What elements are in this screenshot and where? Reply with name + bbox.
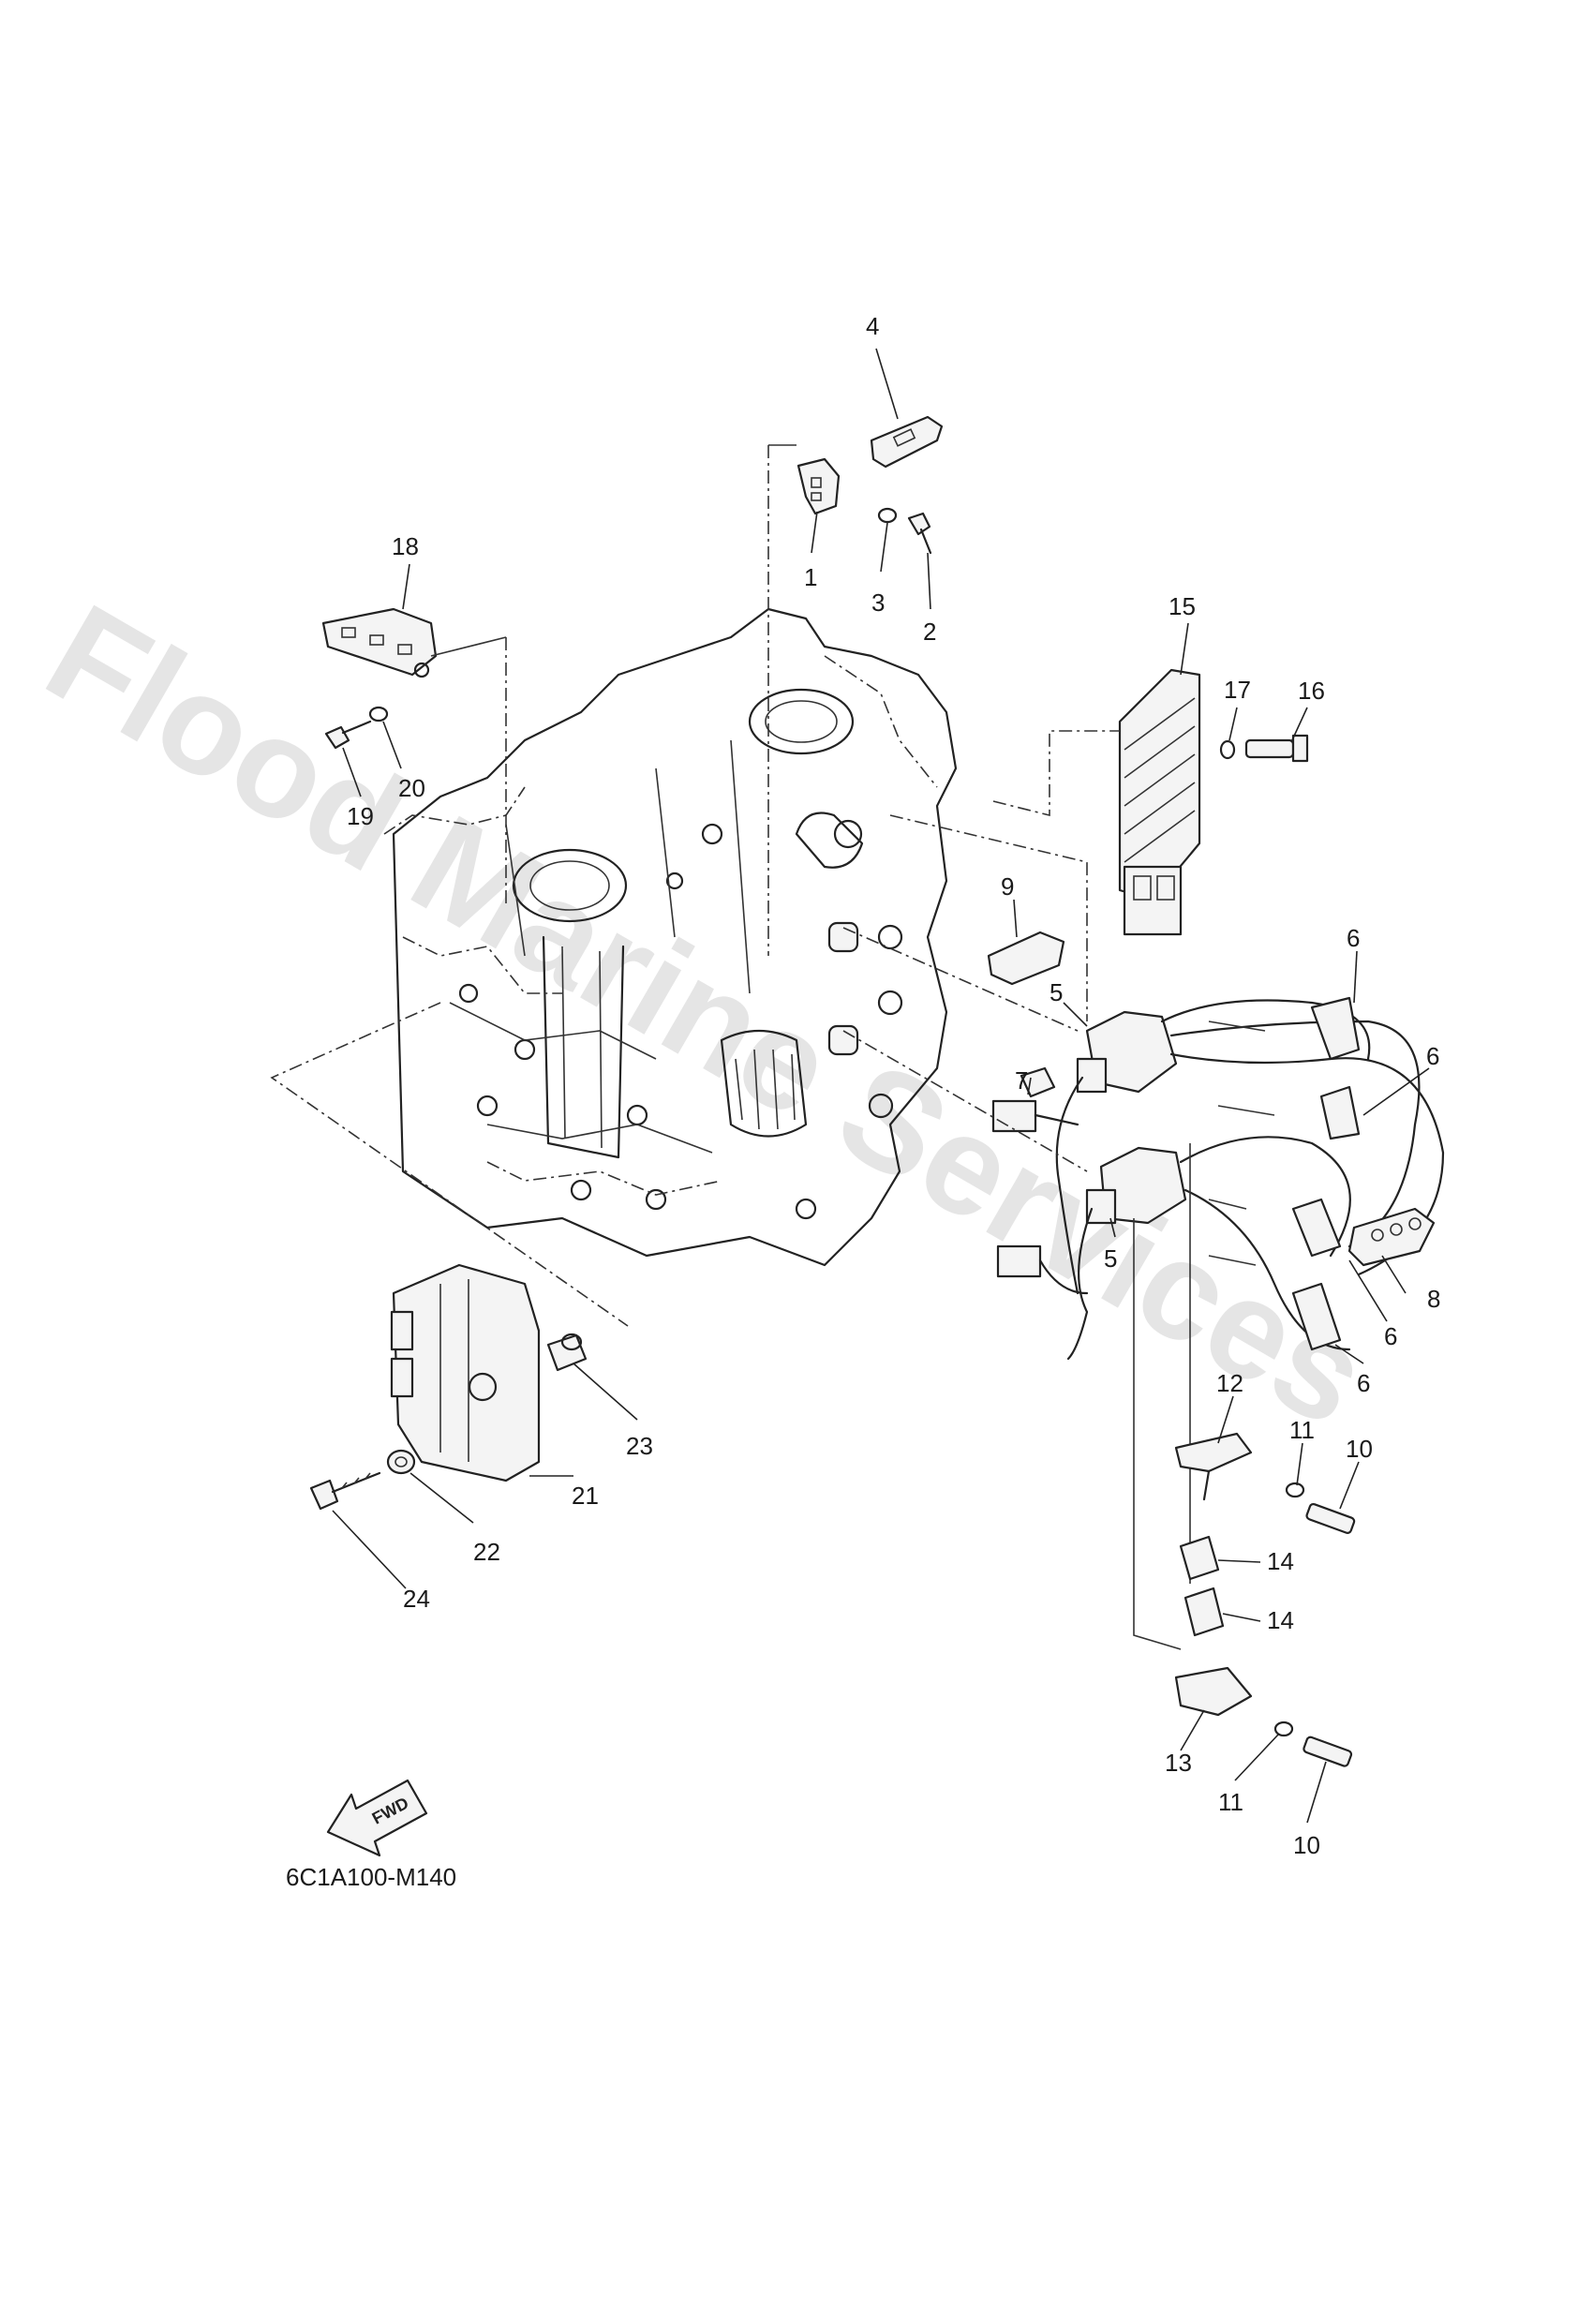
callout-21: 21: [572, 1482, 599, 1510]
callout-6-c: 6: [1384, 1322, 1397, 1350]
part-2-bolt: [907, 512, 932, 555]
callout-11-upper: 11: [1289, 1416, 1315, 1444]
part-21-cdi-unit: [390, 1263, 541, 1482]
callout-8: 8: [1427, 1285, 1440, 1313]
callout-19: 19: [347, 802, 374, 830]
guide-line-21: [270, 1002, 629, 1327]
callout-10-lower: 10: [1293, 1831, 1320, 1859]
part-16-bolt: [1244, 734, 1309, 763]
part-17-washer: [1219, 739, 1236, 760]
diagram-code: 6C1A100-M140: [286, 1863, 456, 1891]
callouts: 4 1 3 2 18 20 19 15 17 16 9 5 6 6 7 5 8 …: [347, 312, 1440, 1859]
part-19-bolt: [324, 720, 372, 750]
part-11-washer-upper: [1285, 1482, 1305, 1498]
callout-22: 22: [473, 1538, 500, 1566]
callout-17: 17: [1224, 676, 1251, 704]
callout-24: 24: [403, 1585, 430, 1613]
part-8-grommet: [1347, 1207, 1436, 1267]
callout-20: 20: [398, 774, 425, 802]
part-20-washer: [368, 706, 389, 723]
callout-2: 2: [923, 618, 936, 646]
callout-6-b: 6: [1426, 1042, 1439, 1070]
callout-5-lower: 5: [1104, 1244, 1117, 1273]
callout-6-a: 6: [1347, 924, 1360, 952]
callout-10-upper: 10: [1346, 1435, 1373, 1463]
callout-13: 13: [1165, 1749, 1192, 1777]
callout-23: 23: [626, 1432, 653, 1460]
guide-line-coil: [889, 814, 1088, 1021]
callout-9: 9: [1001, 872, 1014, 901]
callout-7: 7: [1015, 1066, 1028, 1095]
part-15-rectifier-regulator: [1118, 668, 1201, 936]
callout-4: 4: [866, 312, 879, 340]
part-13-bracket: [1174, 1666, 1253, 1717]
guide-line-18b: [430, 636, 507, 657]
part-24-bolt: [309, 1471, 381, 1511]
guide-line-15: [992, 730, 1120, 817]
part-5-ignition-coil-upper: [1076, 1010, 1178, 1094]
callout-6-d: 6: [1357, 1369, 1370, 1397]
callout-18: 18: [392, 532, 419, 560]
guide-line-coil-b: [842, 1030, 1088, 1172]
callout-3: 3: [871, 588, 885, 617]
part-14-clamp-lower: [1184, 1587, 1225, 1637]
part-22-grommet: [386, 1449, 416, 1475]
harness: [991, 1076, 1094, 1361]
part-1-bracket: [796, 457, 841, 515]
part-6-plug-leads: [1160, 996, 1445, 1351]
callout-16: 16: [1298, 677, 1325, 705]
part-23-grommet: [546, 1333, 588, 1372]
leader-lines: [332, 348, 1430, 1824]
callout-11-lower: 11: [1218, 1788, 1243, 1816]
part-12-bracket: [1174, 1432, 1253, 1501]
callout-5-upper: 5: [1050, 978, 1063, 1006]
part-3-washer: [877, 507, 898, 524]
callout-15: 15: [1169, 592, 1196, 620]
part-4-sensor: [870, 415, 944, 469]
callout-12: 12: [1216, 1369, 1243, 1397]
part-10-bolt-upper: [1305, 1502, 1356, 1534]
engine-block: [383, 607, 958, 1267]
part-18-sensor: [321, 607, 438, 678]
part-11-washer-lower: [1273, 1721, 1294, 1737]
part-14-clamp-upper: [1179, 1535, 1220, 1581]
callout-14-lower: 14: [1267, 1606, 1294, 1634]
guide-line-coil-a: [842, 927, 1079, 1032]
part-5-ignition-coil-lower: [1085, 1146, 1187, 1225]
callout-1: 1: [804, 563, 817, 591]
part-10-bolt-lower: [1303, 1736, 1353, 1767]
callout-14-upper: 14: [1267, 1547, 1294, 1575]
part-7-clip: [1020, 1066, 1056, 1098]
part-9-holder: [987, 931, 1065, 986]
fwd-arrow-icon: FWD: [326, 1779, 428, 1857]
guide-line-13: [1133, 1218, 1182, 1650]
